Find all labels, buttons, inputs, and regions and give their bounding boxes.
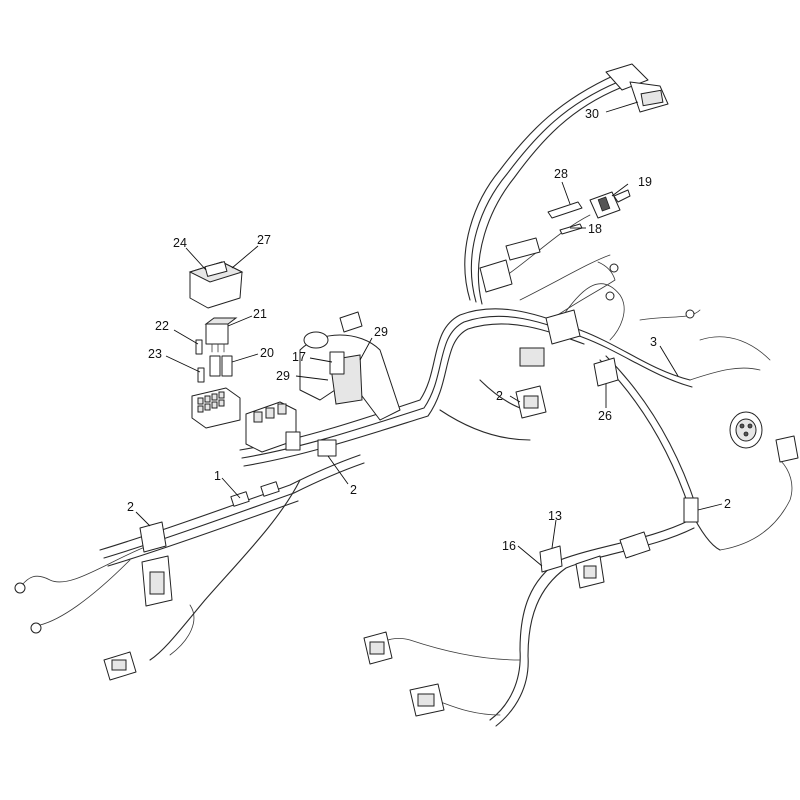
callout-20: 20 [260, 346, 274, 360]
callout-28: 28 [554, 167, 568, 181]
callout-2-right: 2 [724, 497, 731, 511]
connector-right [775, 435, 799, 463]
ring-terminals-upper [605, 263, 695, 319]
callout-23: 23 [148, 347, 162, 361]
callout-labels: 30 28 19 18 24 27 21 22 20 23 29 17 29 3… [127, 107, 731, 553]
clip-2-right [683, 497, 699, 523]
callout-24: 24 [173, 236, 187, 250]
callout-1: 1 [214, 469, 221, 483]
clip-2-left [139, 521, 167, 553]
connector-19 [589, 189, 631, 219]
connector-26 [519, 309, 619, 387]
fuse-23 [197, 367, 205, 383]
callout-22: 22 [155, 319, 169, 333]
bracket-assembly-29 [299, 311, 401, 421]
callout-29-upper: 29 [374, 325, 388, 339]
round-connector [729, 411, 763, 449]
terminal-18 [559, 223, 583, 235]
harness-sleeve-1 [230, 481, 280, 507]
terminal-28 [547, 201, 583, 219]
connector-17 [329, 351, 345, 375]
callout-18: 18 [588, 222, 602, 236]
inline-connector-upper [479, 237, 541, 293]
callout-2-center-left: 2 [350, 483, 357, 497]
relay-box-24-27 [188, 261, 244, 309]
connector-2-center [515, 385, 547, 419]
fuse-22 [195, 339, 203, 355]
connector-30 [605, 63, 669, 113]
fuse-block-slots [197, 391, 225, 413]
callout-21: 21 [253, 307, 267, 321]
ring-terminals [14, 582, 42, 634]
callout-26: 26 [598, 409, 612, 423]
callout-29-lower: 29 [276, 369, 290, 383]
leader-lines [135, 101, 723, 567]
relay-20 [209, 355, 233, 377]
callout-2-center: 2 [496, 389, 503, 403]
callout-30: 30 [585, 107, 599, 121]
connector-13 [539, 545, 563, 573]
connector-lower-left [103, 651, 137, 681]
callout-19: 19 [638, 175, 652, 189]
callout-2-left: 2 [127, 500, 134, 514]
callout-27: 27 [257, 233, 271, 247]
inline-connector-lower [619, 531, 651, 559]
connector-2-center-left [285, 431, 337, 457]
connector-bottom-left [363, 631, 393, 665]
harness-wires [21, 74, 793, 727]
callout-13: 13 [548, 509, 562, 523]
callout-16: 16 [502, 539, 516, 553]
relay-21 [204, 317, 238, 353]
callout-17: 17 [292, 350, 306, 364]
fuse-block [191, 387, 241, 429]
callout-3: 3 [650, 335, 657, 349]
connector-16 [575, 555, 605, 589]
connector-bottom [409, 683, 445, 717]
module-left [141, 555, 173, 607]
